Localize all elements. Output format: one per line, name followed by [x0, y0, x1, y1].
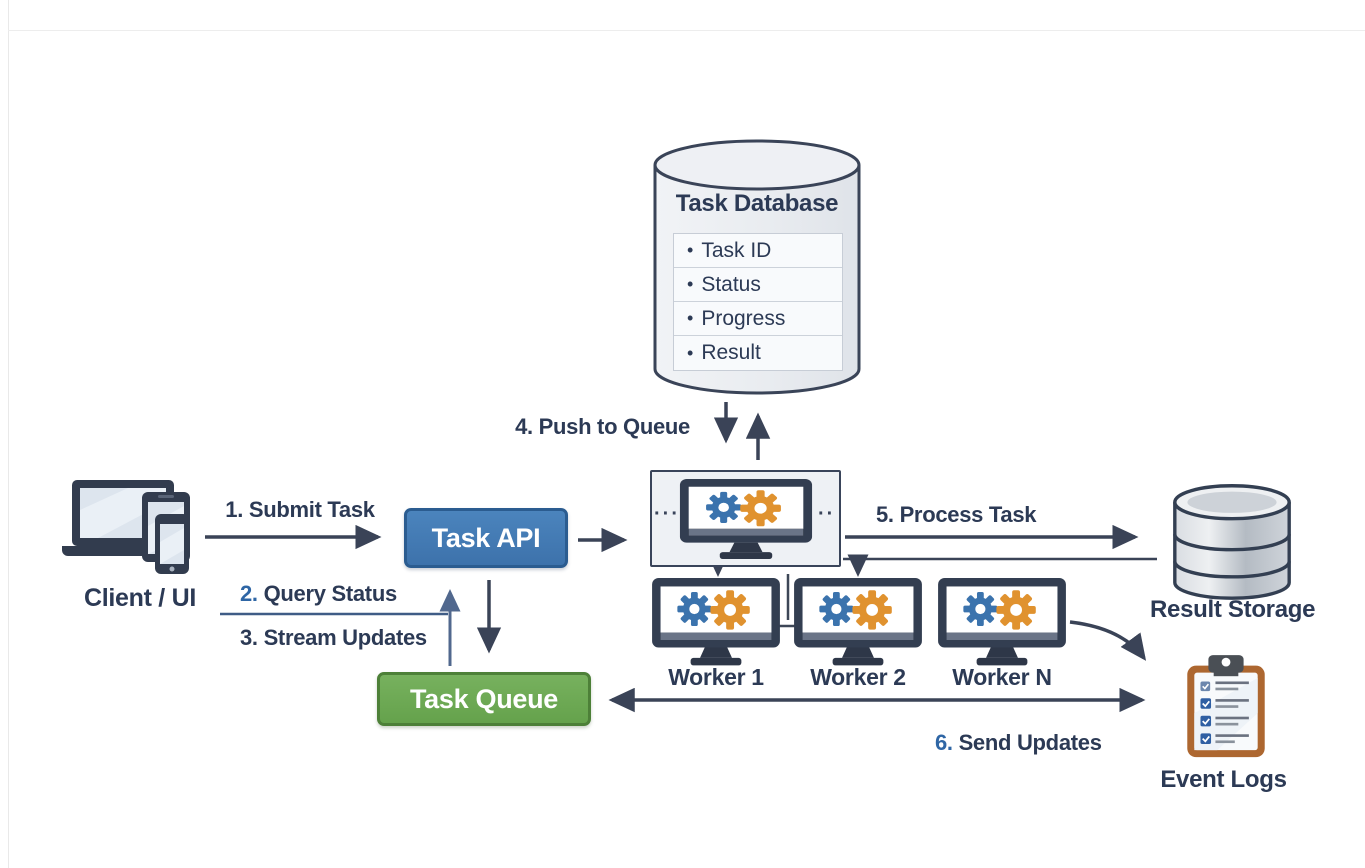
- page-border-top: [8, 30, 1365, 31]
- edge-label-query-status: 2. Query Status: [240, 581, 397, 606]
- client-label: Client / UI: [84, 584, 196, 612]
- db-field-task-id: • Task ID: [674, 234, 842, 268]
- arrow-workerN-to-logs: [1069, 620, 1147, 661]
- db-field-status: • Status: [674, 268, 842, 302]
- task-database-node: Task Database • Task ID • Status • Progr…: [652, 138, 862, 398]
- pool-monitor-gears-icon: [678, 479, 814, 565]
- worker-1-icon: [650, 578, 782, 672]
- event-logs-label: Event Logs: [1160, 766, 1287, 793]
- result-storage-label: Result Storage: [1150, 596, 1316, 623]
- edge-label-stream-updates: 3. Stream Updates: [240, 625, 427, 650]
- task-api-node: Task API: [404, 508, 568, 568]
- worker-n-icon: [936, 578, 1068, 672]
- edge-label-send-updates: 6. Send Updates: [935, 730, 1102, 755]
- edge-label-submit-task: 1. Submit Task: [225, 497, 375, 522]
- pool-left-dots: ···: [654, 503, 680, 525]
- db-field-result: • Result: [687, 341, 761, 364]
- page-border-left: [8, 0, 9, 868]
- worker-2-icon: [792, 578, 924, 672]
- edge-label-process-task: 5. Process Task: [876, 502, 1037, 527]
- task-database-title: Task Database: [675, 190, 839, 217]
- edge-label-push-to-queue: 4. Push to Queue: [515, 414, 690, 439]
- task-database-fields: • Task ID • Status • Progress • Result: [673, 233, 843, 371]
- worker-1-label: Worker 1: [668, 664, 764, 690]
- pool-right-dots: ··: [818, 503, 836, 525]
- event-logs-icon: [1187, 655, 1265, 758]
- db-field-progress: • Progress: [674, 302, 842, 336]
- result-storage-icon: [1173, 484, 1291, 600]
- worker-2-label: Worker 2: [810, 664, 906, 690]
- client-devices-icon: [62, 480, 190, 574]
- task-queue-node: Task Queue: [377, 672, 591, 726]
- worker-n-label: Worker N: [952, 664, 1052, 690]
